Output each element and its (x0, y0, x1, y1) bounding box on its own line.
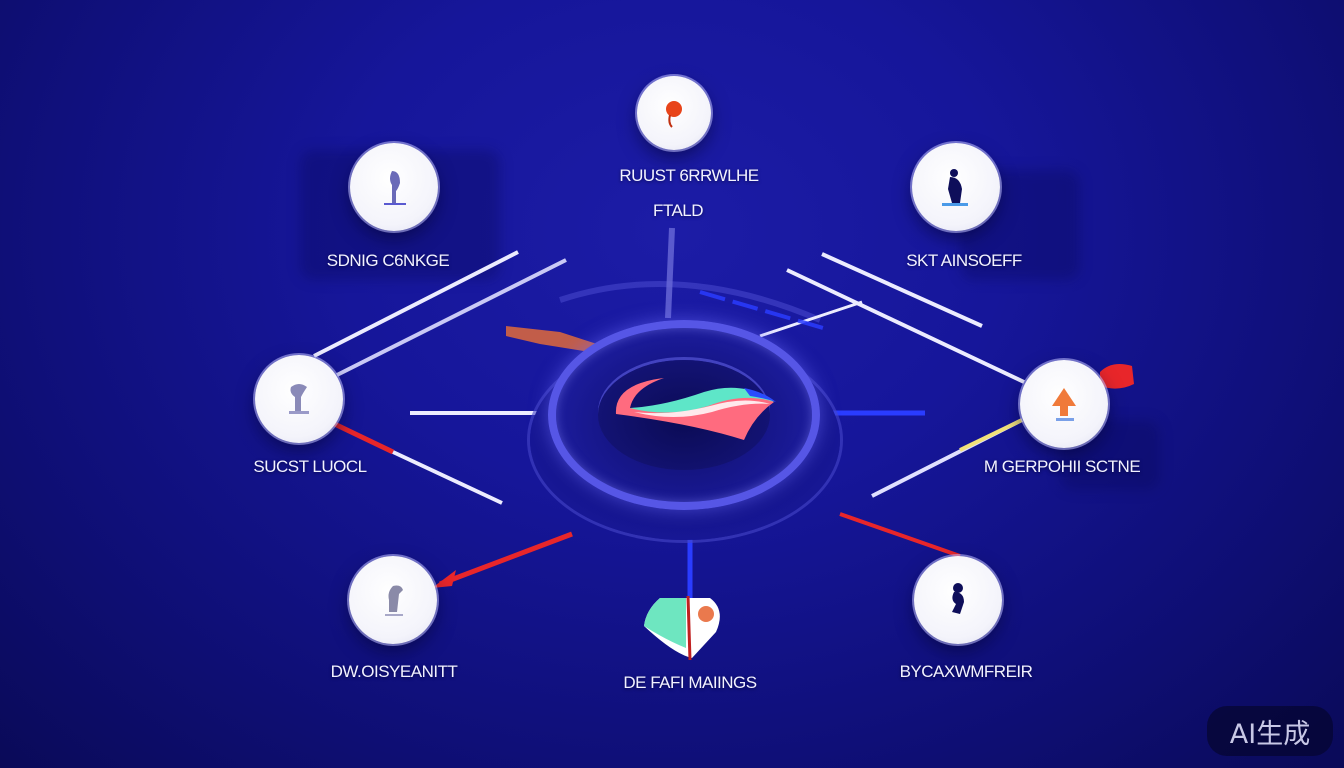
node-top[interactable] (637, 76, 711, 150)
node-bottom-label: DE FAFI MAIINGS (623, 673, 757, 692)
node-upper-left-label: SDNIG C6NKGE (326, 251, 450, 270)
node-top-label: RUUST 6RRWLHE (619, 166, 759, 185)
connector-mid-left-lower (392, 450, 503, 505)
node-mid-left[interactable] (255, 355, 343, 443)
red-splash-shape (1100, 364, 1134, 389)
node-mid-left-label: SUCST LUOCL (253, 457, 367, 476)
connector-arc (559, 281, 822, 323)
node-lower-right-label: BYCAXWMFREIR (899, 662, 1033, 681)
node-mid-right[interactable] (1020, 360, 1108, 448)
node-upper-right[interactable] (912, 143, 1000, 231)
figure-red-icon (666, 101, 682, 128)
node-upper-right-label: SKT AINSOEFF (906, 251, 1022, 270)
teal-diamond-icon[interactable] (640, 592, 726, 662)
connector-red-lower-left (439, 531, 573, 587)
connector-blue-dashed (699, 290, 831, 332)
connector-upper-right-2 (786, 268, 1025, 384)
statue-figure-icon (289, 384, 309, 414)
node-upper-left[interactable] (350, 143, 438, 231)
ai-generated-watermark: AI生成 (1207, 706, 1333, 756)
wave-ribbon-logo-icon[interactable] (604, 366, 784, 456)
dark-figure-icon (952, 583, 964, 614)
node-lower-left-label: DW.OISYEANITT (330, 662, 458, 681)
connector-yellow-segment (959, 418, 1023, 452)
connector-upper-left-1 (313, 250, 519, 358)
node-lower-left[interactable] (349, 556, 437, 644)
node-top-sublabel: FTALD (652, 201, 704, 220)
connector-red-lower-right (839, 512, 961, 558)
gray-figure-icon (385, 585, 403, 616)
silhouette-figure-icon (942, 169, 968, 206)
node-mid-right-label: M GERPOHII SCTNE (983, 457, 1141, 476)
arrowhead-icon (432, 570, 456, 588)
connector-upper-left-2 (336, 258, 567, 377)
orange-brush-stroke (506, 326, 600, 352)
standing-figure-icon (384, 171, 406, 205)
connector-upper-right-1 (821, 252, 983, 328)
hub-ring (548, 320, 820, 510)
node-lower-right[interactable] (914, 556, 1002, 644)
connector-upper-right-3 (759, 300, 863, 338)
orange-arrow-up-icon (1052, 388, 1076, 421)
connector-top (665, 227, 675, 319)
